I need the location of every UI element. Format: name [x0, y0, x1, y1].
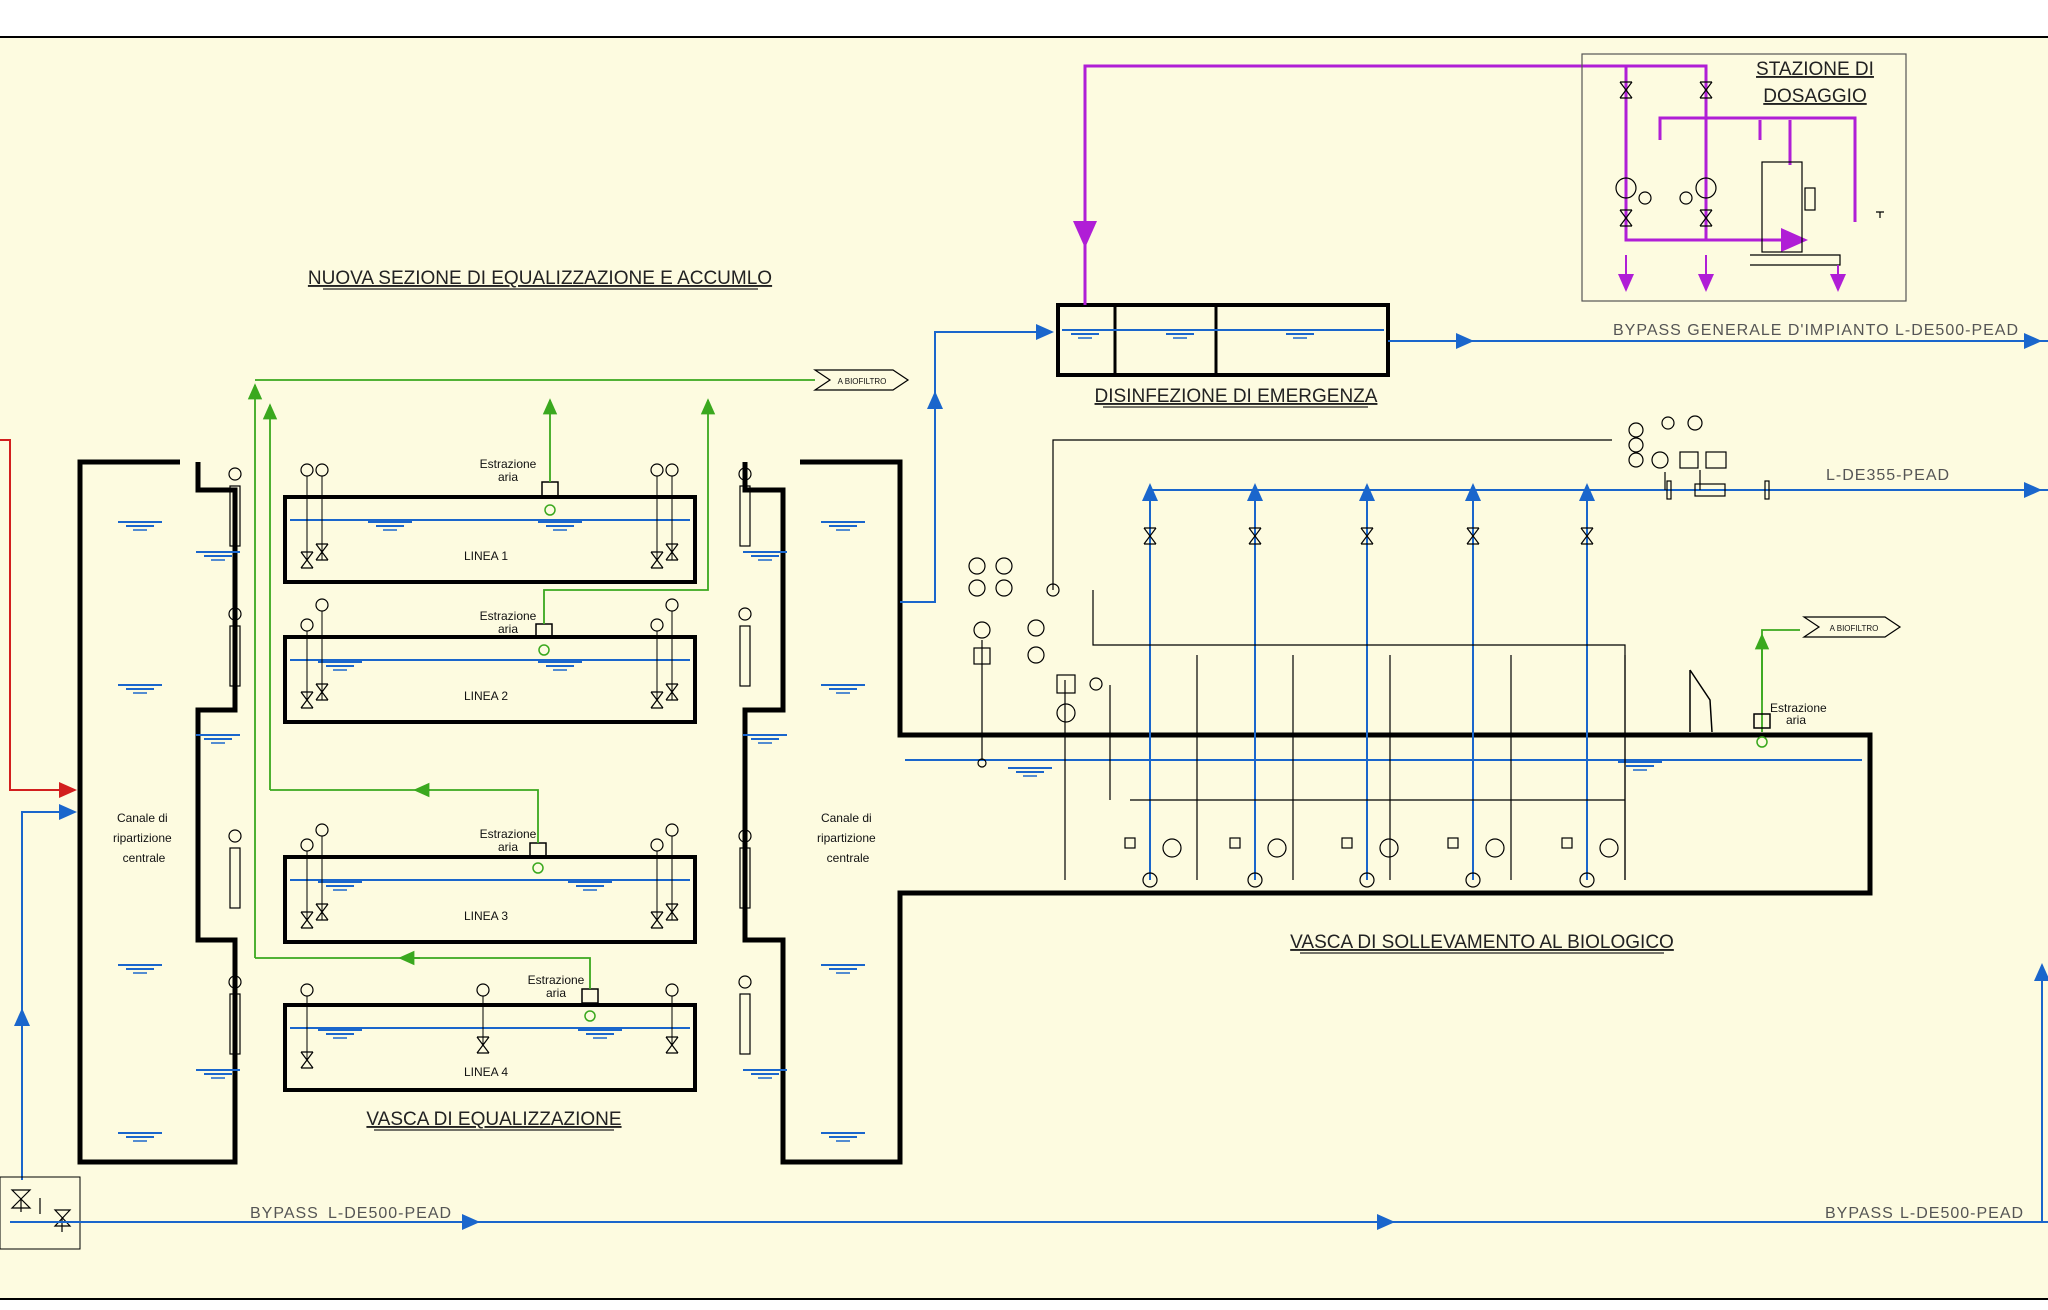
bottom-bypass [0, 963, 2048, 1250]
disinfection-tank [1056, 303, 1390, 377]
lift-air-extraction [1753, 713, 1771, 748]
line-4-label: LINEA 4 [464, 1065, 508, 1079]
lift-pipe-label: L-DE355-PEAD [1826, 467, 1950, 484]
title-equalization-section: NUOVA SEZIONE DI EQUALIZZAZIONE E ACCUML… [308, 268, 772, 289]
title-emergency-disinfection: DISINFEZIONE DI EMERGENZA [1095, 386, 1378, 407]
line-1-label: LINEA 1 [464, 549, 508, 563]
bypass-left-spec: L-DE500-PEAD [328, 1205, 452, 1222]
disinfection-piping [900, 324, 2048, 603]
line-4-tank [283, 983, 697, 1092]
channel-gate-motors [228, 467, 752, 1055]
lift-pumps [1142, 482, 2048, 880]
left-channel-label: Canale di ripartizione centrale [113, 811, 175, 865]
line-2-label: LINEA 2 [464, 689, 508, 703]
bypass-right-label: BYPASS [1825, 1205, 1894, 1222]
right-channel-label: Canale di ripartizione centrale [817, 811, 879, 865]
lift-pump-valves [1124, 527, 1619, 888]
to-biofilter-arrow-right: A BIOFILTRO [1802, 616, 1902, 638]
left-distribution-channel [77, 459, 238, 1165]
svg-text:A BIOFILTRO: A BIOFILTRO [838, 377, 887, 386]
right-distribution-channel [742, 459, 1873, 1165]
lift-flowmeter-group [1628, 415, 1770, 500]
feed-lines [0, 439, 77, 1180]
lift-control-wiring [981, 439, 1626, 880]
lift-instruments [968, 557, 1103, 768]
bypass-general-label: BYPASS GENERALE D'IMPIANTO L-DE500-PEAD [1613, 322, 2019, 339]
to-biofilter-arrow-top: A BIOFILTRO [813, 369, 910, 391]
line-3-label: LINEA 3 [464, 909, 508, 923]
crane-hoist [1689, 669, 1713, 733]
dosing-station [1581, 53, 1907, 302]
line-3-tank [283, 823, 697, 944]
line-1-tank [283, 463, 697, 584]
svg-text:A BIOFILTRO: A BIOFILTRO [1830, 624, 1879, 633]
title-equalization-tank: VASCA DI EQUALIZZAZIONE [366, 1109, 621, 1130]
title-lift-tank: VASCA DI SOLLEVAMENTO AL BIOLOGICO [1290, 932, 1674, 953]
air-extraction-network [247, 379, 1800, 989]
bypass-right-spec: L-DE500-PEAD [1900, 1205, 2024, 1222]
line-2-tank [283, 598, 697, 724]
bypass-left-label: BYPASS [250, 1205, 319, 1222]
